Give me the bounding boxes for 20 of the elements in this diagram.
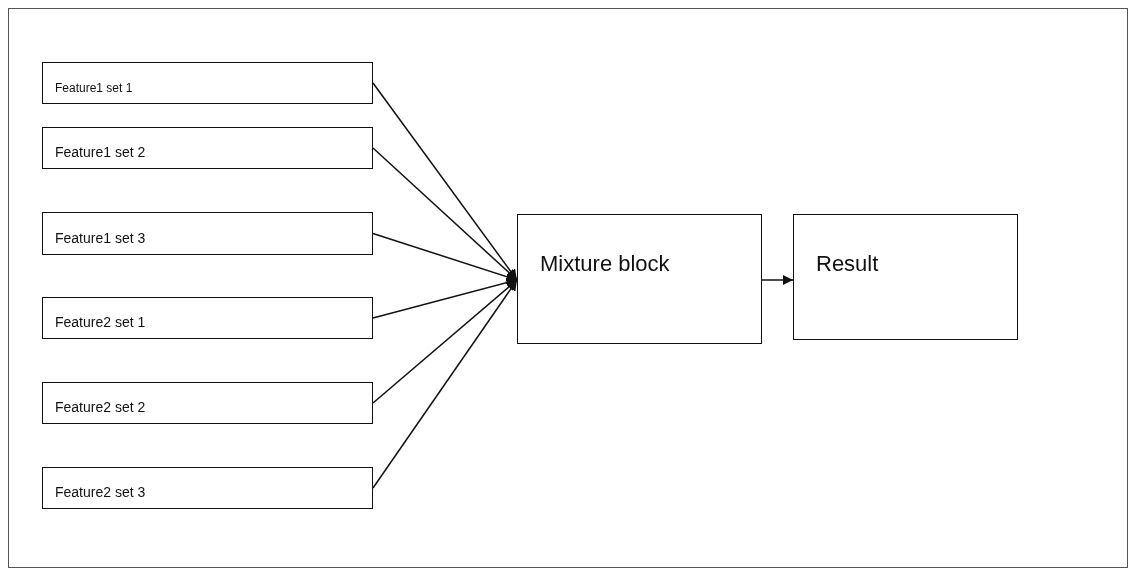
- input-box: [42, 467, 373, 509]
- process-box: [793, 214, 1018, 340]
- arrow: [761, 274, 794, 286]
- process-box: [517, 214, 762, 344]
- box-label: Feature1 set 3: [55, 230, 146, 246]
- box-label: Result: [816, 251, 879, 277]
- box-label: Feature2 set 3: [55, 484, 146, 500]
- box-label: Feature2 set 1: [55, 314, 146, 330]
- input-box: [42, 62, 373, 104]
- arrow: [372, 232, 518, 282]
- box-label: Feature2 set 2: [55, 399, 146, 415]
- input-box: [42, 127, 373, 169]
- input-box: [42, 212, 373, 255]
- arrow: [372, 277, 518, 319]
- box-label: Mixture block: [540, 251, 670, 277]
- arrow: [372, 279, 518, 489]
- input-box: [42, 297, 373, 339]
- box-label: Feature1 set 2: [55, 144, 146, 160]
- input-box: [42, 382, 373, 424]
- box-label: Feature1 set 1: [55, 81, 133, 95]
